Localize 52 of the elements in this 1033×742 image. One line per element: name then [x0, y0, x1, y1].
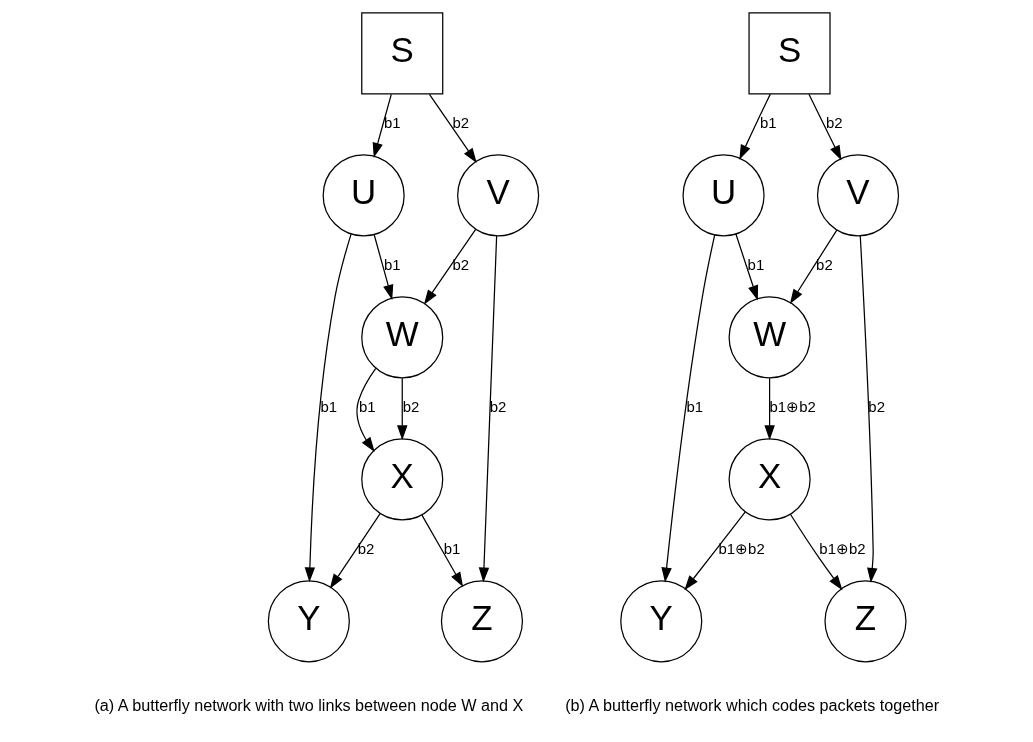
- arrow: [684, 511, 746, 591]
- edge-label: b2: [452, 256, 470, 274]
- label: (b) A butterfly network which codes packets together: [565, 695, 940, 714]
- arrow: [397, 377, 408, 441]
- edge-label: b1: [320, 398, 338, 416]
- node-circle: V: [457, 154, 540, 237]
- arrow: [808, 93, 842, 161]
- arrow: [428, 93, 477, 164]
- node-circle: Y: [267, 580, 350, 663]
- edge-label: b1: [443, 540, 461, 558]
- edge-label: b1: [383, 256, 401, 274]
- edge-label: b2: [868, 398, 886, 416]
- arrow: [304, 233, 352, 583]
- edge-label: b1⊕b2: [769, 398, 816, 416]
- arrow: [764, 377, 775, 441]
- arrow: [859, 235, 878, 583]
- node-circle: U: [682, 154, 765, 237]
- arrow: [735, 233, 759, 301]
- edge-label: b1: [359, 398, 376, 416]
- arrow: [739, 93, 771, 160]
- edge-label: b2: [357, 540, 375, 558]
- edge-label: b1: [760, 114, 777, 132]
- node-circle: Z: [440, 580, 524, 663]
- arrow: [789, 229, 838, 305]
- arrow: [789, 513, 843, 591]
- node-box: S: [361, 12, 444, 95]
- node-box: S: [748, 12, 831, 95]
- edge-label: b1: [383, 114, 401, 132]
- edge-label: b1⊕b2: [718, 540, 765, 558]
- arrow: [661, 234, 716, 583]
- edge-label: b2: [816, 256, 833, 274]
- edge-label: b2: [402, 398, 420, 416]
- node-circle: Y: [620, 580, 703, 663]
- arrow: [423, 228, 477, 305]
- edge-label: b2: [452, 114, 470, 132]
- arrow: [329, 513, 381, 589]
- arrow: [421, 514, 464, 588]
- arrow: [372, 93, 392, 158]
- edge-label: b1: [747, 256, 765, 274]
- node-circle: V: [816, 154, 900, 237]
- edge-label: b2: [826, 114, 843, 132]
- node-circle: Z: [824, 580, 907, 663]
- edge-label: b1: [686, 398, 704, 416]
- node-circle: X: [728, 438, 811, 521]
- node-circle: U: [322, 154, 405, 237]
- node-circle: W: [361, 296, 444, 379]
- node-circle: W: [728, 296, 811, 379]
- arrow: [356, 367, 377, 453]
- label: (a) A butterfly network with two links between node W and X: [94, 695, 524, 714]
- arrow: [478, 235, 498, 583]
- arrow: [373, 234, 394, 300]
- edge-label: b1⊕b2: [819, 540, 866, 558]
